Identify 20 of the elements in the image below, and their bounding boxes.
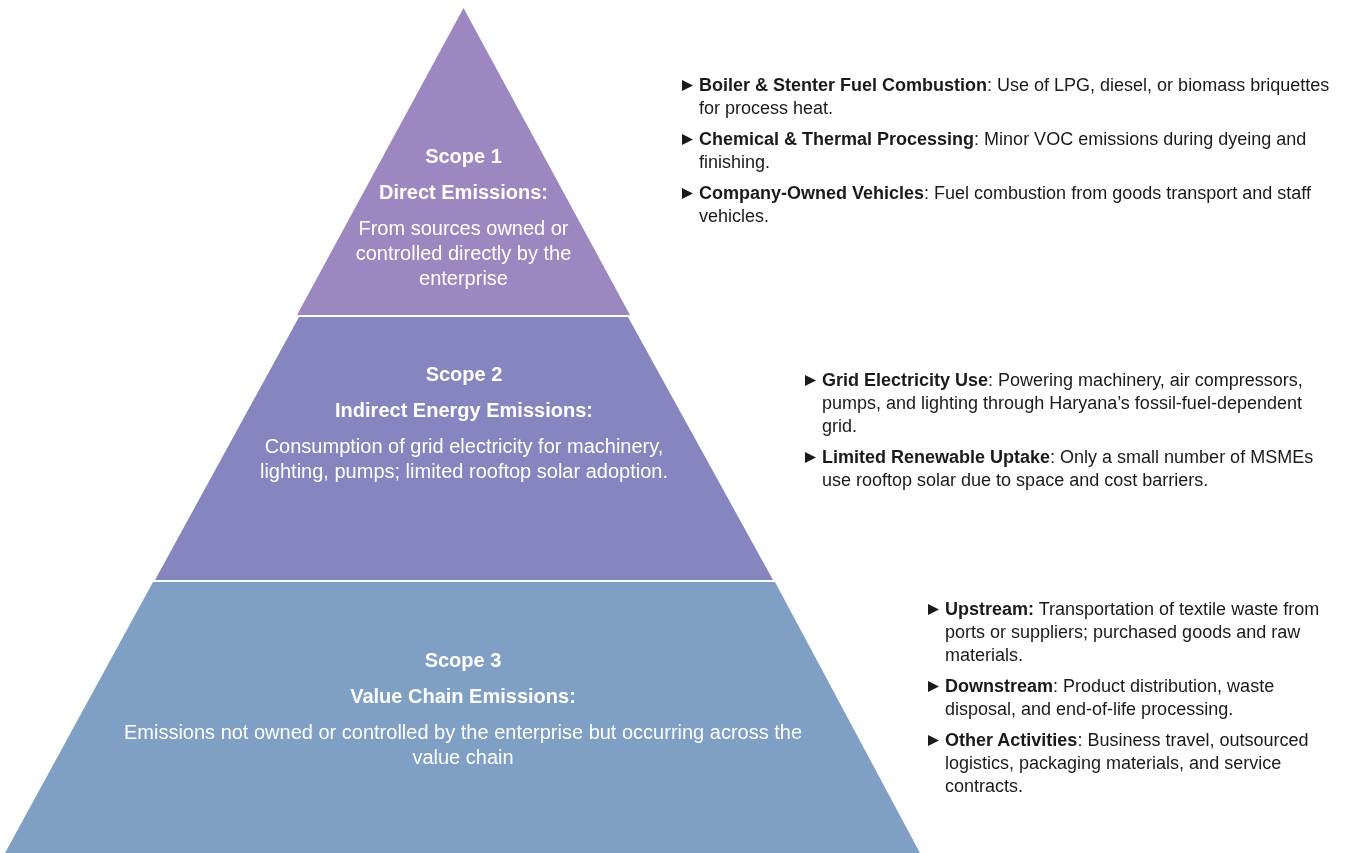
tier-description: Consumption of grid electricity for machinery, lighting, pumps; limited rooftop solar adoption.: [259, 434, 669, 484]
tier-description: Emissions not owned or controlled by the enterprise but occurring across the value chain: [122, 720, 804, 770]
tier-heading: Direct Emissions:: [379, 180, 548, 204]
pyramid-tier: [5, 582, 920, 853]
bullet-text: Grid Electricity Use: Powering machinery, air compressors, pumps, and lighting through Haryana’s fossil-fuel-dependent grid.: [822, 369, 1304, 438]
scope-number: Scope 2: [425, 362, 503, 386]
bullet-text: Limited Renewable Uptake: Only a small number of MSMEs use rooftop solar due to space and cost barriers.: [822, 446, 1315, 492]
bullet-text: Chemical & Thermal Processing: Minor VOC emissions during dyeing and finishing.: [699, 128, 1308, 174]
scope-number: Scope 1: [425, 144, 502, 168]
scope-number: Scope 3: [424, 648, 502, 672]
bullet-text: Downstream: Product distribution, waste disposal, and end-of-life processing.: [945, 675, 1276, 721]
tier-description: From sources owned or controlled directly by the enterprise: [354, 216, 573, 291]
bullet-text: Upstream: Transportation of textile waste from ports or suppliers; purchased goods and raw materials.: [945, 598, 1321, 667]
pyramid-tier: [297, 8, 630, 315]
bullet-text: Company-Owned Vehicles: Fuel combustion from goods transport and staff vehicles.: [699, 182, 1312, 228]
bullet-text: Boiler & Stenter Fuel Combustion: Use of LPG, diesel, or biomass briquettes for process heat.: [699, 74, 1331, 120]
tier-heading: Indirect Energy Emissions:: [335, 398, 593, 422]
pyramid-tier: [155, 317, 773, 580]
tier-heading: Value Chain Emissions:: [350, 684, 576, 708]
bullet-text: Other Activities: Business travel, outsourced logistics, packaging materials, and service contracts.: [945, 729, 1310, 798]
